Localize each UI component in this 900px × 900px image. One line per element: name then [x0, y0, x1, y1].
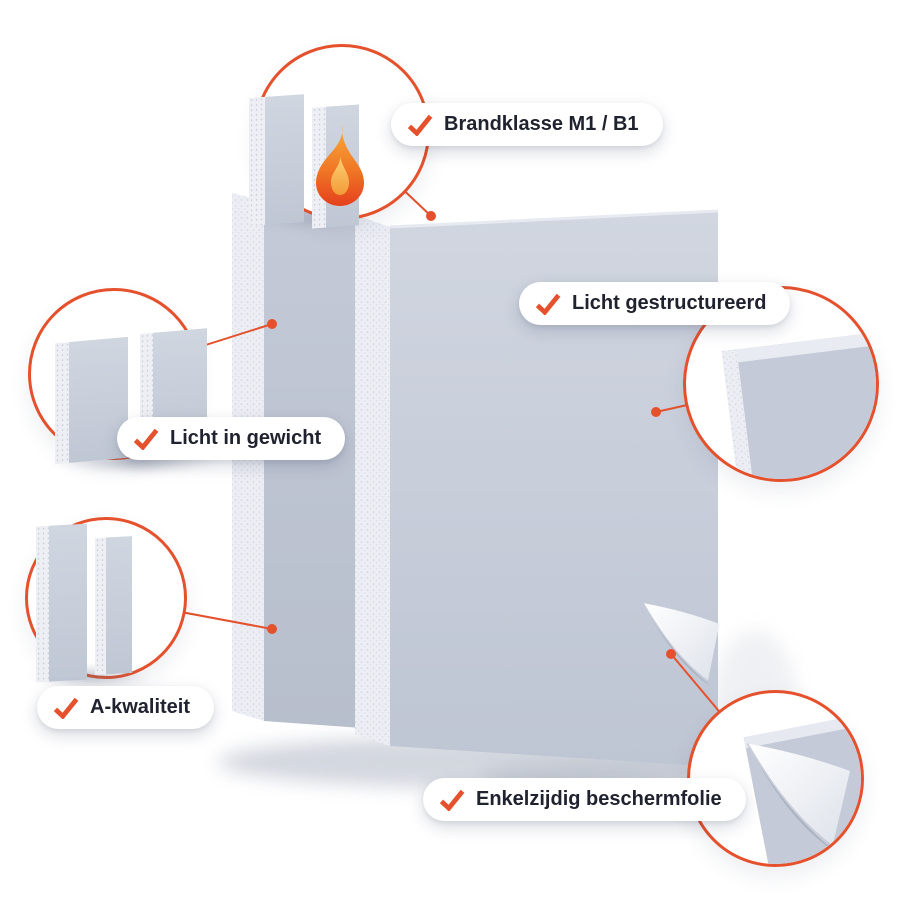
board-edge	[36, 525, 49, 683]
front-board	[355, 209, 719, 767]
check-icon	[407, 114, 433, 136]
callout-pill-quality: A-kwaliteit	[37, 686, 215, 729]
callout-label: Licht in gewicht	[170, 427, 322, 449]
mini-board	[95, 536, 132, 675]
board-edge	[55, 341, 69, 465]
mini-board	[249, 94, 304, 226]
check-icon	[133, 428, 159, 450]
callout-pill-fire-class: Brandklasse M1 / B1	[391, 103, 663, 146]
callout-label: A-kwaliteit	[90, 696, 191, 718]
board-face	[106, 536, 132, 675]
protective-film-zoom	[743, 705, 861, 864]
callout-pill-film: Enkelzijdig beschermfolie	[423, 778, 746, 821]
board-edge	[249, 96, 265, 226]
callout-label: Brandklasse M1 / B1	[444, 113, 639, 135]
check-icon	[439, 789, 465, 811]
check-icon	[53, 697, 79, 719]
board-edge	[95, 537, 106, 675]
board-face	[49, 523, 87, 682]
mini-board	[36, 523, 87, 683]
callout-pill-weight: Licht in gewicht	[117, 417, 346, 460]
rear-board	[232, 193, 363, 728]
callout-label: Licht gestructureerd	[572, 292, 767, 314]
callout-pill-structure: Licht gestructureerd	[519, 282, 791, 325]
callout-circle-film	[687, 690, 864, 867]
callout-label: Enkelzijdig beschermfolie	[476, 788, 722, 810]
connector-dots	[267, 211, 676, 659]
board-face	[265, 94, 304, 225]
check-icon	[535, 293, 561, 315]
flame-icon	[316, 124, 364, 206]
film-peel-corner	[642, 602, 720, 687]
